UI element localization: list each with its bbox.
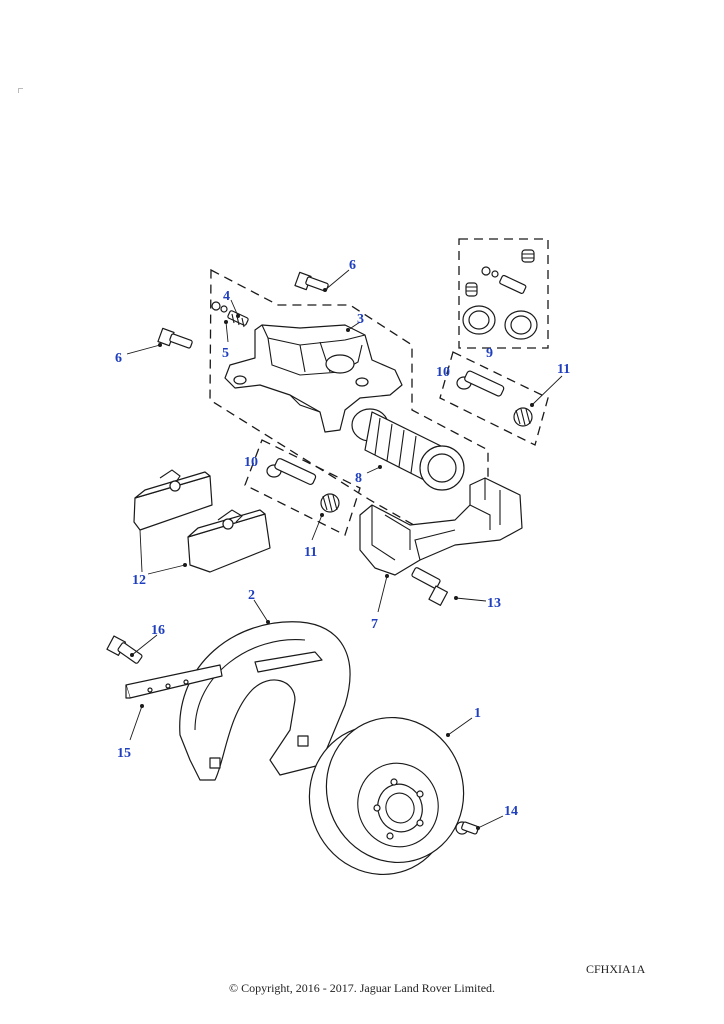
brake-pad-12-lower[interactable]	[187, 509, 271, 573]
copyright-notice: © Copyright, 2016 - 2017. Jaguar Land Ro…	[228, 981, 496, 995]
seal-kit-9[interactable]	[462, 249, 538, 340]
guide-pin-group-right-outline	[439, 351, 549, 446]
callout-6-upper: 6	[349, 258, 356, 273]
callout-12: 12	[132, 573, 146, 588]
callout-10-left: 10	[244, 455, 258, 470]
bolt-16[interactable]	[106, 635, 143, 664]
boot-11-right[interactable]	[513, 407, 533, 427]
callout-5: 5	[222, 346, 229, 361]
bleed-screw-5[interactable]	[227, 310, 249, 328]
callout-13: 13	[487, 596, 501, 611]
screw-14[interactable]	[455, 821, 479, 835]
bolt-13[interactable]	[411, 567, 449, 606]
guide-pin-10-right[interactable]	[456, 370, 505, 397]
callout-11-right: 11	[557, 362, 570, 377]
corner-mark-top-left	[18, 88, 23, 93]
brake-disc-1[interactable]	[289, 698, 484, 894]
callout-3: 3	[357, 312, 364, 327]
caliper-housing-3[interactable]	[224, 324, 403, 433]
piston-8[interactable]	[351, 408, 465, 491]
brake-pad-12-upper[interactable]	[133, 469, 213, 531]
callout-9: 9	[486, 346, 493, 361]
callout-15: 15	[117, 746, 131, 761]
callout-6-left: 6	[115, 351, 122, 366]
callout-4: 4	[223, 289, 230, 304]
leader-lines	[126, 269, 563, 830]
strap-15[interactable]	[125, 664, 223, 699]
bolt-6-upper[interactable]	[294, 271, 329, 292]
callout-14: 14	[504, 804, 518, 819]
bleed-screw-cap-4[interactable]	[211, 301, 228, 313]
callout-8: 8	[355, 471, 362, 486]
guide-pin-group-left-outline	[244, 439, 361, 536]
callout-10-right: 10	[436, 365, 450, 380]
guide-pin-10-left[interactable]	[266, 458, 317, 486]
callout-1: 1	[474, 706, 481, 721]
drawing-reference-code: CFHXIA1A	[586, 962, 646, 976]
callout-16: 16	[151, 623, 165, 638]
callout-7: 7	[371, 617, 378, 632]
callout-11-left: 11	[304, 545, 317, 560]
bolt-6-left[interactable]	[157, 327, 193, 349]
callout-2: 2	[248, 588, 255, 603]
boot-11-left[interactable]	[320, 493, 340, 513]
seal-kit-group-outline	[458, 238, 549, 349]
caliper-carrier-7[interactable]	[359, 477, 523, 576]
